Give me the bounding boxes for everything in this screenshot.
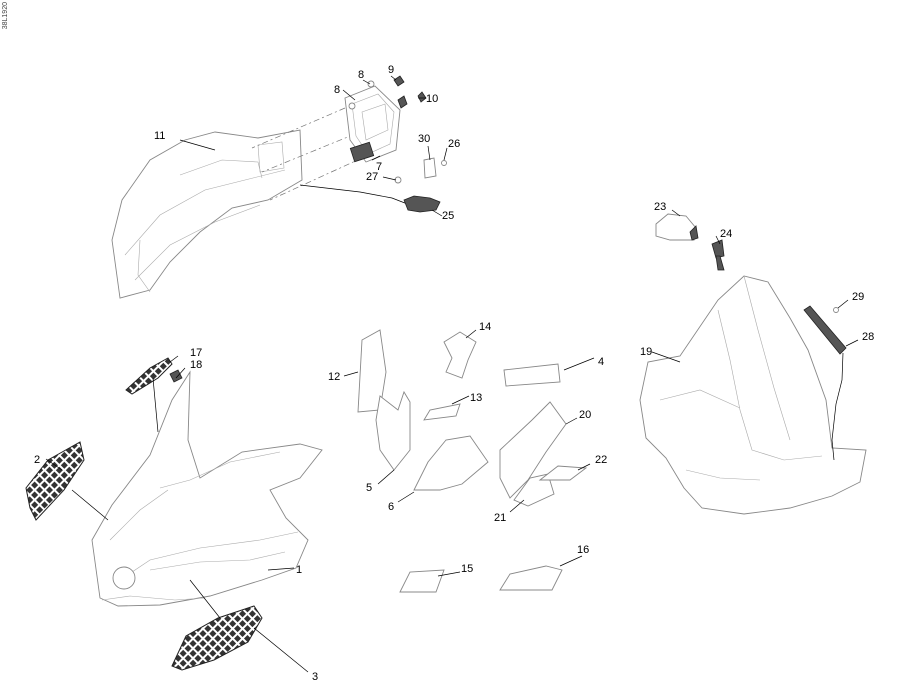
callout-12: 12 [328,371,340,383]
decals [357,329,588,593]
callout-30: 30 [418,133,430,145]
callout-13: 13 [470,392,482,404]
callout-18: 18 [190,359,202,371]
callout-27: 27 [366,171,378,183]
callout-20: 20 [579,409,591,421]
callout-11: 11 [154,130,165,142]
callout-21: 21 [494,512,506,524]
hardware-parts [348,75,447,213]
callout-22: 22 [595,454,607,466]
callout-26: 26 [448,138,460,150]
callout-17: 17 [190,347,202,359]
callout-24: 24 [720,228,732,240]
callout-8b: 8 [358,69,364,81]
callout-6: 6 [388,501,394,513]
callout-10: 10 [426,93,438,105]
front-grille [171,605,263,671]
callout-19: 19 [640,346,652,358]
top-vent [125,357,173,395]
callout-7: 7 [376,161,382,173]
callout-8a: 8 [334,84,340,96]
callouts: 1 2 3 4 5 6 7 8 8 9 10 11 12 13 14 15 16… [34,64,874,683]
callout-23: 23 [654,201,666,213]
side-grille-left [25,441,85,521]
callout-16: 16 [577,544,589,556]
callout-2: 2 [34,454,40,466]
front-nose [91,370,323,607]
callout-25: 25 [442,210,454,222]
callout-3: 3 [312,671,318,683]
callout-4: 4 [598,356,604,368]
clip [169,369,183,383]
callout-5: 5 [366,482,372,494]
callout-15: 15 [461,563,473,575]
side-panel-hardware [655,213,847,355]
headlamp [344,85,401,163]
callout-29: 29 [852,291,864,303]
side-panel [639,275,867,515]
headlamp-support [111,129,303,299]
callout-28: 28 [862,331,874,343]
callout-1: 1 [296,564,302,576]
callout-9: 9 [388,64,394,76]
callout-14: 14 [479,321,491,333]
leader-lines [45,75,859,673]
